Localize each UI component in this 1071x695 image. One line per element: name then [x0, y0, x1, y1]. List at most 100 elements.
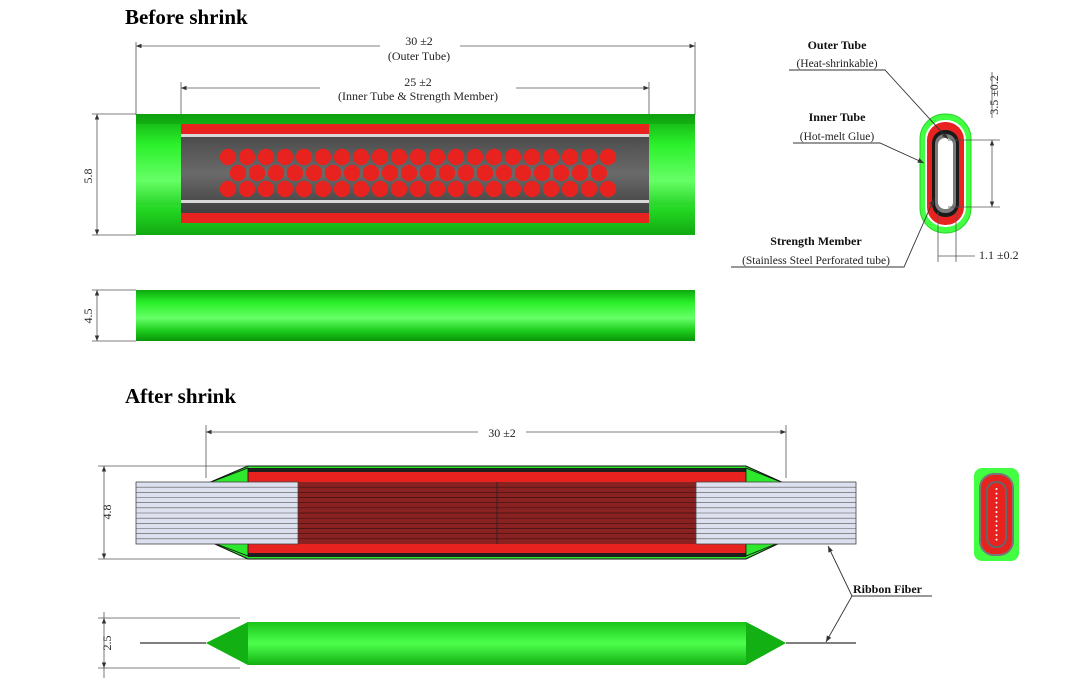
cross-fiber-dot — [995, 538, 998, 541]
fiber-dot — [590, 164, 608, 182]
before-shrink-heading: Before shrink — [125, 5, 248, 29]
fiber-dot — [314, 148, 332, 166]
label-strength-member: Strength Member (Stainless Steel Perfora… — [731, 198, 935, 268]
cross-fiber-dot — [995, 506, 998, 509]
fiber-dot — [438, 164, 456, 182]
after-shrink-heading: After shrink — [125, 384, 236, 408]
cross-fiber-dot — [995, 511, 998, 513]
final-diameter-value: 2.5 — [100, 636, 114, 651]
fiber-dot — [381, 164, 399, 182]
inner-length-note: (Inner Tube & Strength Member) — [338, 89, 498, 103]
shrunk-tube-bar — [136, 290, 695, 341]
fiber-dot — [219, 148, 237, 166]
fiber-dot — [229, 164, 247, 182]
fiber-dot — [409, 148, 427, 166]
outer-tube-length-dimension: 30 ±2 (Outer Tube) — [135, 34, 696, 115]
fiber-dot — [390, 180, 408, 198]
final-sleeve — [140, 622, 856, 665]
fiber-dot — [409, 180, 427, 198]
fiber-dot — [286, 164, 304, 182]
inner-length-dimension: 25 ±2 (Inner Tube & Strength Member) — [180, 75, 650, 125]
fiber-dot — [571, 164, 589, 182]
diameter-before-value: 5.8 — [81, 169, 95, 184]
fiber-dot — [248, 164, 266, 182]
inner-tube-title: Inner Tube — [809, 110, 866, 124]
fiber-dot — [523, 148, 541, 166]
fiber-dot — [333, 180, 351, 198]
fiber-dot — [457, 164, 475, 182]
after-diameter-value: 4.8 — [100, 505, 114, 520]
fiber-dot — [295, 180, 313, 198]
label-inner-tube: Inner Tube (Hot-melt Glue) — [793, 110, 925, 164]
after-diameter-dimension: 4.8 — [98, 465, 248, 560]
cross-fiber-dot — [995, 497, 998, 500]
fiber-dot — [523, 180, 541, 198]
after-length-value: 30 ±2 — [488, 426, 516, 440]
cross-fiber-dot — [995, 501, 998, 504]
fiber-dot — [580, 148, 598, 166]
cross-section-after — [974, 468, 1019, 561]
fiber-dot — [343, 164, 361, 182]
fiber-dot — [267, 164, 285, 182]
fiber-dot — [352, 148, 370, 166]
fiber-dot — [257, 180, 275, 198]
ribbon-stripes — [136, 486, 856, 540]
cross-height-value: 3.5 ±0.2 — [987, 75, 1001, 115]
ribbon-fiber-label: Ribbon Fiber — [825, 545, 932, 643]
fiber-dot — [400, 164, 418, 182]
cross-fiber-dot — [995, 529, 998, 532]
fiber-dot — [447, 180, 465, 198]
cross-fiber-dot — [995, 520, 998, 523]
fiber-dot — [561, 148, 579, 166]
cross-section-before — [919, 113, 972, 234]
after-length-dimension: 30 ±2 — [205, 425, 787, 478]
fiber-dot — [428, 180, 446, 198]
fiber-dot — [390, 148, 408, 166]
fiber-dot — [333, 148, 351, 166]
fiber-dot — [257, 148, 275, 166]
fiber-dot — [466, 180, 484, 198]
outer-tube-length-note: (Outer Tube) — [388, 49, 450, 63]
fiber-dot — [295, 148, 313, 166]
fiber-dot — [552, 164, 570, 182]
fiber-dot — [371, 180, 389, 198]
fiber-dot — [352, 180, 370, 198]
fiber-dot — [599, 180, 617, 198]
fiber-dot — [447, 148, 465, 166]
fiber-dot — [428, 148, 446, 166]
fiber-dot — [324, 164, 342, 182]
diameter-shrunk-value: 4.5 — [81, 309, 95, 324]
fiber-dot — [542, 148, 560, 166]
fiber-dots — [219, 148, 617, 198]
fiber-dot — [533, 164, 551, 182]
fiber-dot — [561, 180, 579, 198]
label-outer-tube: Outer Tube (Heat-shrinkable) — [789, 38, 949, 140]
fiber-dot — [495, 164, 513, 182]
strength-member-note: (Stainless Steel Perforated tube) — [742, 255, 890, 267]
fiber-dot — [485, 148, 503, 166]
fiber-dot — [371, 148, 389, 166]
diameter-before-dimension: 5.8 — [81, 113, 136, 236]
outer-tube-length-value: 30 ±2 — [405, 34, 433, 48]
ribbon-fiber-text: Ribbon Fiber — [853, 582, 923, 596]
cross-width-dimension: 1.1 ±0.2 — [937, 212, 1019, 262]
fiber-dot — [419, 164, 437, 182]
fiber-dot — [314, 180, 332, 198]
fiber-dot — [514, 164, 532, 182]
fiber-dot — [580, 180, 598, 198]
cross-width-value: 1.1 ±0.2 — [979, 248, 1019, 262]
inner-length-value: 25 ±2 — [404, 75, 432, 89]
fiber-dot — [276, 148, 294, 166]
fiber-dot — [238, 148, 256, 166]
outer-tube-note: (Heat-shrinkable) — [796, 58, 877, 70]
cross-fiber-dot — [995, 524, 998, 527]
fiber-dot — [238, 180, 256, 198]
diameter-shrunk-dimension: 4.5 — [81, 289, 136, 342]
fiber-dot — [305, 164, 323, 182]
fiber-dot — [504, 180, 522, 198]
fiber-dot — [542, 180, 560, 198]
fiber-dot — [599, 148, 617, 166]
cross-fiber-dot — [995, 492, 998, 495]
final-diameter-dimension: 2.5 — [98, 612, 240, 678]
